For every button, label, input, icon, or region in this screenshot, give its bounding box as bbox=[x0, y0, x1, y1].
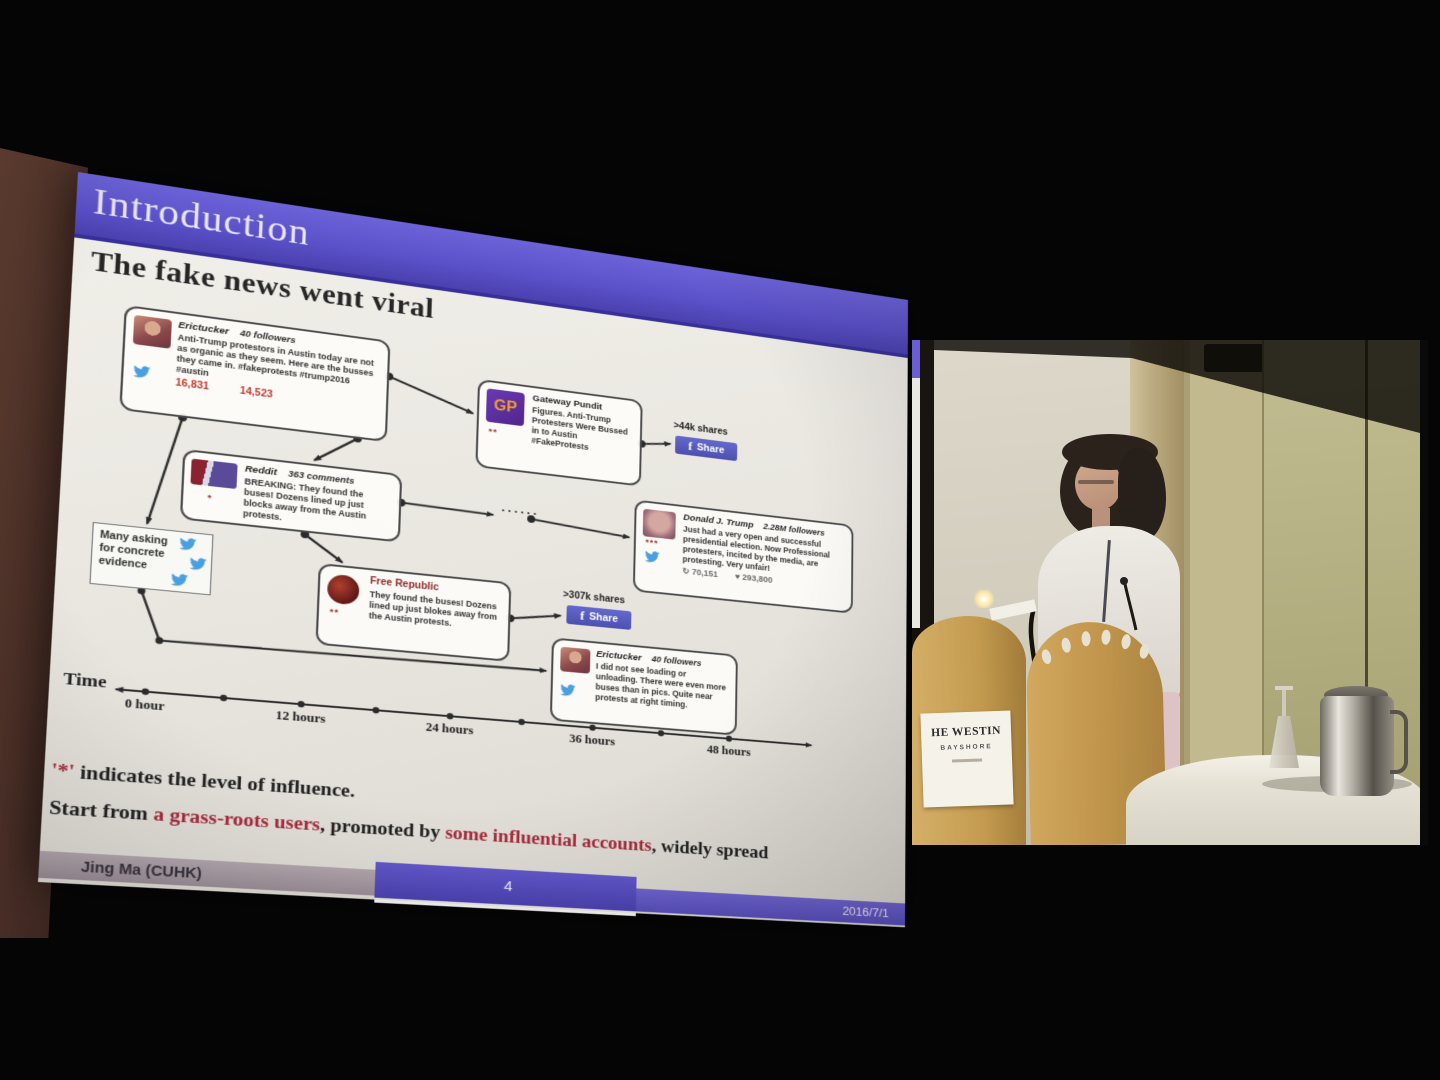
podium-cutout bbox=[1061, 637, 1072, 653]
influence-stars: ** bbox=[329, 607, 339, 619]
heart-icon: ♥ bbox=[735, 571, 740, 581]
share-button-label: Share bbox=[589, 611, 618, 625]
glass-bowl bbox=[1269, 716, 1299, 768]
avatar-erictucker bbox=[133, 315, 172, 349]
share-button-label: Share bbox=[697, 442, 725, 456]
tweet-card-erictucker-2: Erictucker 40 followers I did not see lo… bbox=[550, 637, 738, 735]
podium-cutout bbox=[1040, 648, 1052, 665]
follower-count: 40 followers bbox=[652, 654, 702, 668]
like-count: 14,523 bbox=[240, 385, 273, 400]
evidence-text: Many asking for concrete evidence bbox=[98, 529, 179, 576]
pitcher-handle bbox=[1390, 710, 1408, 774]
twitter-bird-icon bbox=[170, 573, 188, 588]
gateway-pundit-logo: GP bbox=[486, 388, 525, 426]
westin-sign-line2: BAYSHORE bbox=[922, 742, 1012, 752]
like-count: 293,800 bbox=[742, 572, 772, 584]
twitter-bird-icon bbox=[178, 537, 196, 552]
podium-cutout bbox=[1101, 629, 1111, 645]
facebook-f-icon: f bbox=[580, 608, 585, 623]
podium-cutout bbox=[1081, 631, 1090, 646]
frame-right-margin bbox=[1420, 340, 1428, 845]
podium-light bbox=[972, 590, 996, 608]
star-symbol: '*' bbox=[51, 760, 76, 783]
water-pitcher bbox=[1316, 684, 1404, 796]
mic-head bbox=[1120, 577, 1128, 585]
post-text: They found the buses! Dozens lined up ju… bbox=[369, 589, 502, 633]
tweet-text: I did not see loading or unloading. Ther… bbox=[595, 661, 729, 713]
projected-slide: Introduction The fake news went viral bbox=[38, 172, 908, 927]
influence-stars: * bbox=[207, 493, 212, 505]
podium-cutout bbox=[1121, 634, 1132, 650]
avatar-erictucker bbox=[560, 647, 590, 674]
slide-title: Introduction bbox=[92, 180, 311, 254]
source-name: Reddit bbox=[245, 464, 277, 478]
influence-stars: ** bbox=[488, 427, 497, 439]
water-glass bbox=[1266, 686, 1302, 772]
post-text: BREAKING: They found the buses! Dozens l… bbox=[243, 476, 392, 534]
twitter-bird-icon bbox=[189, 557, 207, 572]
evidence-note-box: Many asking for concrete evidence bbox=[89, 522, 213, 595]
avatar-trump bbox=[643, 509, 676, 540]
podium-cutout bbox=[1138, 643, 1150, 660]
retweet-count: 16,831 bbox=[175, 377, 209, 392]
podium-left-panel: HE WESTIN BAYSHORE bbox=[912, 616, 1026, 845]
headline-text: Figures. Anti-Trump Protesters Were Buss… bbox=[531, 405, 633, 457]
free-republic-logo bbox=[327, 574, 360, 606]
sign-small-text-smudge bbox=[952, 758, 982, 762]
twitter-bird-icon bbox=[559, 683, 575, 697]
retweet-icon: ↻ bbox=[682, 566, 689, 576]
podium-sign: HE WESTIN BAYSHORE bbox=[920, 710, 1013, 807]
retweet-count: 70,151 bbox=[692, 567, 718, 579]
glass-stem bbox=[1282, 690, 1286, 716]
reddit-logo bbox=[190, 459, 237, 489]
mic-boom bbox=[1125, 584, 1136, 630]
facebook-f-icon: f bbox=[688, 439, 692, 454]
influence-stars: *** bbox=[645, 537, 658, 549]
presenter-camera-view: HE WESTIN BAYSHORE bbox=[912, 340, 1428, 845]
pitcher-body bbox=[1320, 696, 1394, 796]
twitter-bird-icon bbox=[644, 550, 660, 564]
time-axis-label: Time bbox=[63, 669, 107, 693]
westin-sign-line1: HE WESTIN bbox=[921, 724, 1011, 739]
twitter-bird-icon bbox=[132, 364, 150, 379]
